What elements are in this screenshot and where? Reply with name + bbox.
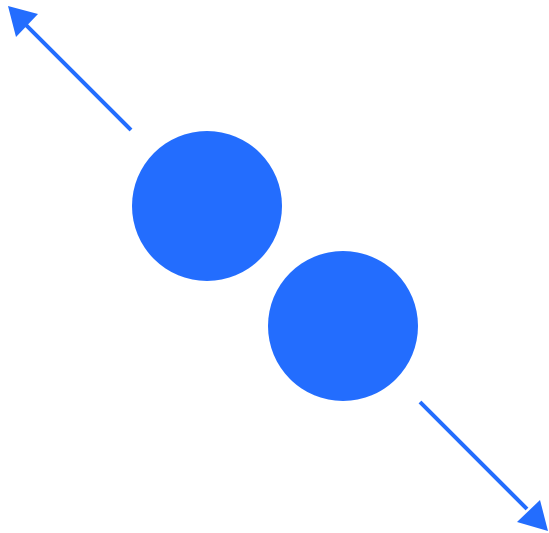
upper-left-circle — [132, 131, 282, 281]
lower-right-circle — [268, 251, 418, 401]
lower-right-arrow-shaft — [418, 400, 529, 511]
upper-left-arrow-shaft — [24, 23, 133, 132]
upper-left-arrowhead — [8, 6, 38, 37]
lower-right-arrow — [418, 400, 548, 531]
lower-right-arrowhead — [517, 500, 548, 531]
upper-left-arrow — [8, 6, 133, 132]
